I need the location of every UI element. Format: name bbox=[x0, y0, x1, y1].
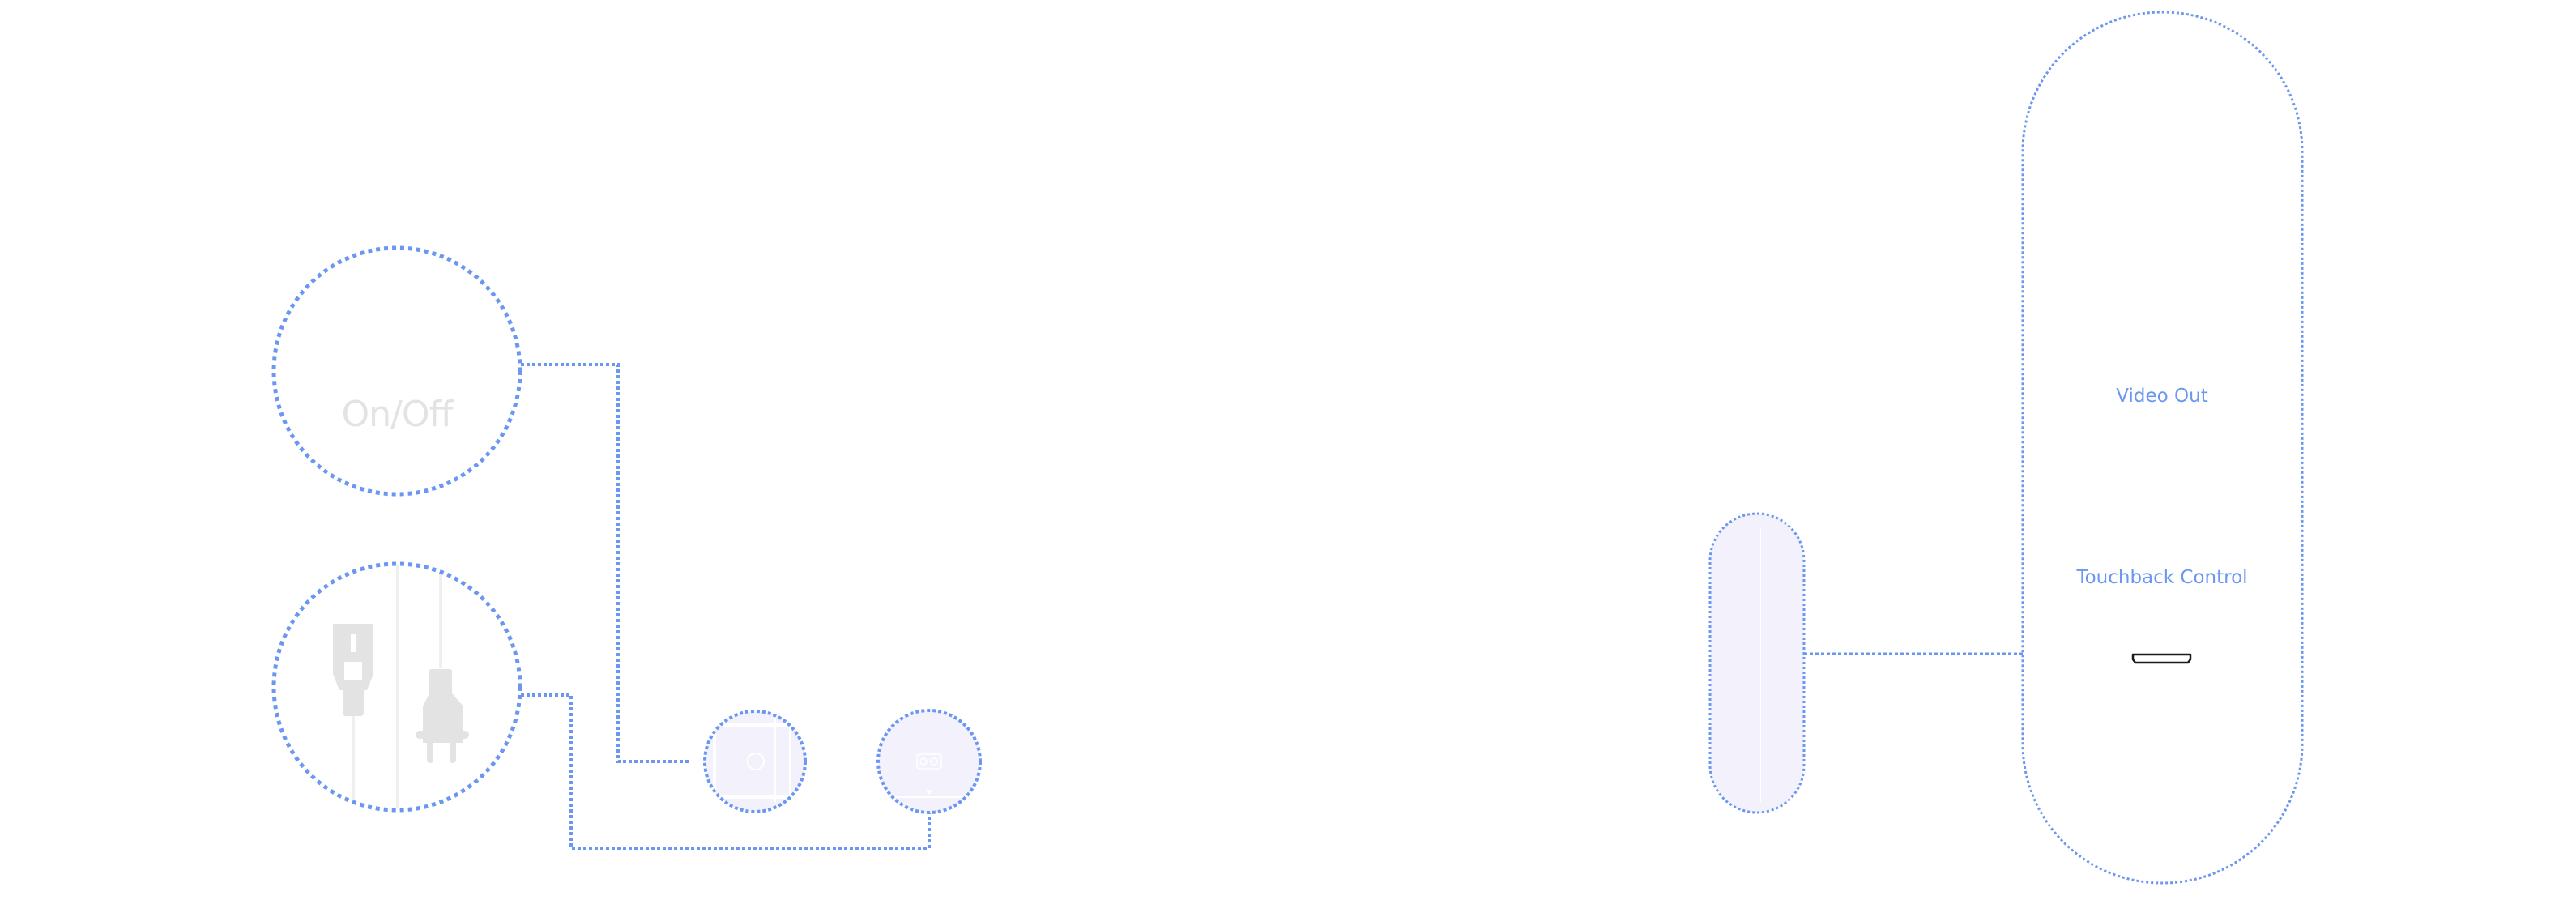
power-button-icon bbox=[713, 712, 795, 802]
display-pill bbox=[2021, 11, 2304, 885]
power-plugs-icon bbox=[333, 565, 469, 808]
power-switch-circle bbox=[271, 245, 522, 497]
usb-port-circle bbox=[876, 709, 982, 814]
touchback-control-label: Touchback Control bbox=[2076, 567, 2248, 588]
video-out-label: Video Out bbox=[2116, 386, 2208, 407]
usb-port-icon bbox=[887, 753, 971, 798]
connector-plugs-to-usb bbox=[521, 693, 931, 850]
hdmi-port-icon bbox=[2131, 653, 2192, 664]
connector-switch-to-button bbox=[521, 363, 689, 763]
power-button-circle bbox=[703, 710, 807, 813]
power-switch-label: On/Off bbox=[341, 394, 454, 435]
controller-pill bbox=[1708, 512, 1806, 814]
power-plugs-circle bbox=[271, 561, 522, 813]
